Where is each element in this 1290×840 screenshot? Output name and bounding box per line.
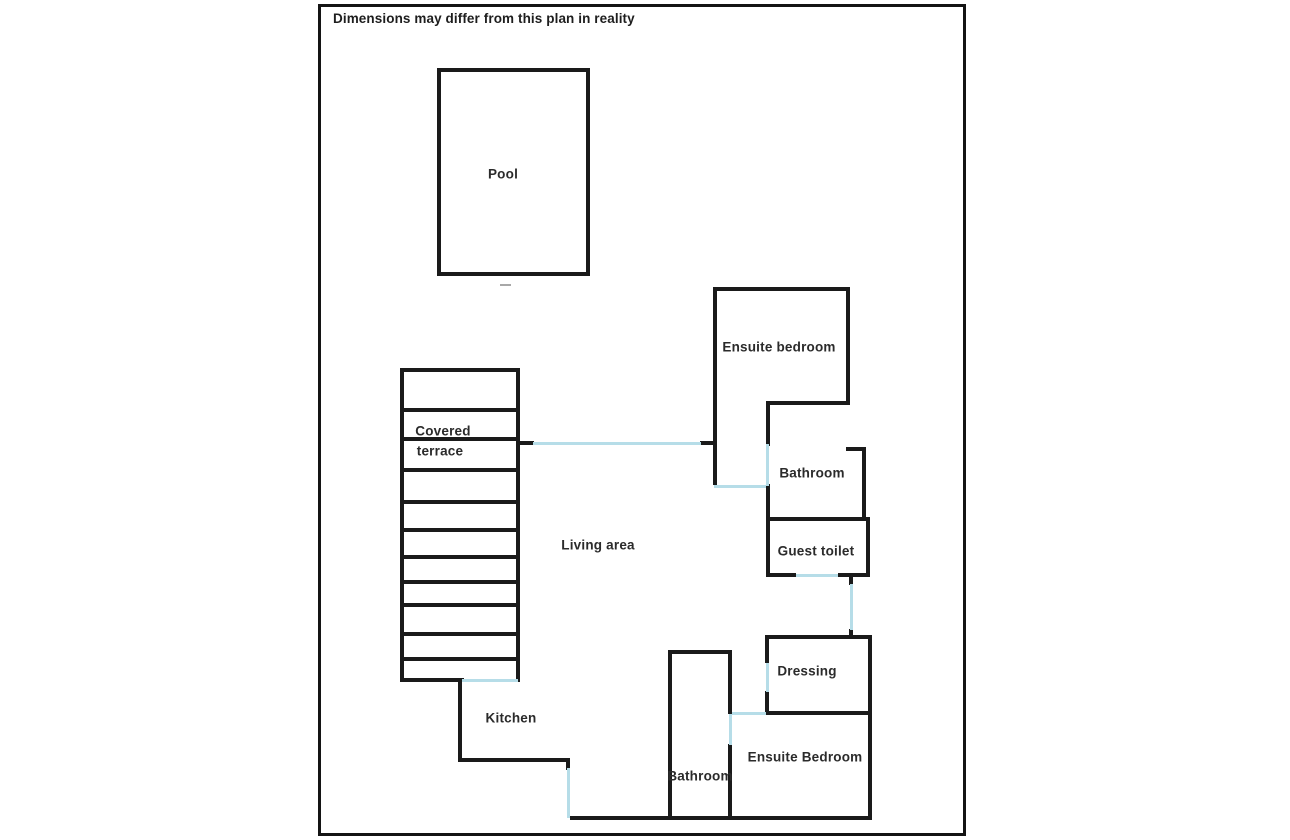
wall-segment: [862, 447, 866, 521]
room-label-guest-toilet: Guest toilet: [777, 543, 855, 559]
wall-segment: [700, 441, 713, 445]
wall-segment: [400, 368, 520, 372]
wall-segment: [846, 447, 866, 451]
room-label-ensuite-bedroom-top: Ensuite bedroom: [722, 339, 836, 355]
door-opening: [766, 663, 769, 692]
wall-segment: [766, 484, 770, 521]
wall-segment: [849, 629, 853, 637]
door-opening: [714, 485, 766, 488]
door-opening: [796, 574, 838, 577]
wall-segment: [400, 603, 520, 607]
wall-segment: [766, 401, 770, 446]
wall-segment: [400, 678, 464, 682]
wall-segment: [400, 368, 404, 682]
wall-segment: [516, 368, 520, 682]
wall-segment: [668, 650, 672, 820]
wall-segment: [765, 635, 769, 663]
pool-tick-mark: [500, 284, 511, 286]
wall-segment: [766, 401, 850, 405]
door-opening: [766, 444, 769, 486]
room-label-bathroom-top: Bathroom: [779, 465, 845, 481]
wall-segment: [400, 555, 520, 559]
wall-segment: [668, 650, 732, 654]
room-label-covered-terrace-line1: Covered: [415, 423, 471, 439]
wall-segment: [728, 744, 732, 820]
wall-segment: [400, 580, 520, 584]
wall-segment: [838, 573, 870, 577]
wall-segment: [728, 650, 732, 714]
wall-segment: [566, 758, 570, 770]
wall-segment: [400, 632, 520, 636]
wall-segment: [437, 68, 590, 72]
wall-segment: [766, 573, 796, 577]
room-label-kitchen: Kitchen: [485, 710, 537, 726]
plan-outer-border: [318, 4, 966, 836]
wall-segment: [437, 272, 590, 276]
door-opening: [732, 712, 766, 715]
wall-segment: [400, 468, 520, 472]
wall-segment: [400, 500, 520, 504]
wall-segment: [765, 711, 872, 715]
wall-segment: [766, 517, 870, 521]
door-opening: [729, 714, 732, 745]
wall-segment: [458, 682, 462, 762]
room-label-ensuite-bedroom-bottom: Ensuite Bedroom: [747, 749, 863, 765]
wall-segment: [519, 441, 534, 445]
door-opening: [533, 442, 701, 445]
wall-segment: [866, 517, 870, 577]
wall-segment: [868, 635, 872, 820]
wall-segment: [400, 657, 520, 661]
room-label-pool: Pool: [487, 166, 519, 182]
wall-segment: [400, 437, 520, 441]
wall-segment: [400, 408, 520, 412]
wall-segment: [437, 68, 441, 276]
wall-segment: [849, 576, 853, 585]
wall-segment: [570, 816, 872, 820]
room-label-dressing: Dressing: [777, 663, 837, 679]
door-opening: [567, 768, 570, 818]
disclaimer-text: Dimensions may differ from this plan in …: [333, 11, 635, 26]
wall-segment: [458, 758, 570, 762]
wall-segment: [766, 517, 770, 577]
door-opening: [850, 584, 853, 630]
wall-segment: [765, 635, 872, 639]
wall-segment: [846, 287, 850, 405]
room-label-covered-terrace-line2: terrace: [416, 443, 464, 459]
wall-segment: [586, 68, 590, 276]
wall-segment: [765, 691, 769, 715]
room-label-living-area: Living area: [561, 537, 635, 553]
wall-segment: [713, 287, 717, 485]
door-opening: [462, 679, 518, 682]
room-label-bathroom-bottom: Bathroom: [667, 768, 733, 784]
wall-segment: [400, 528, 520, 532]
wall-segment: [713, 287, 850, 291]
